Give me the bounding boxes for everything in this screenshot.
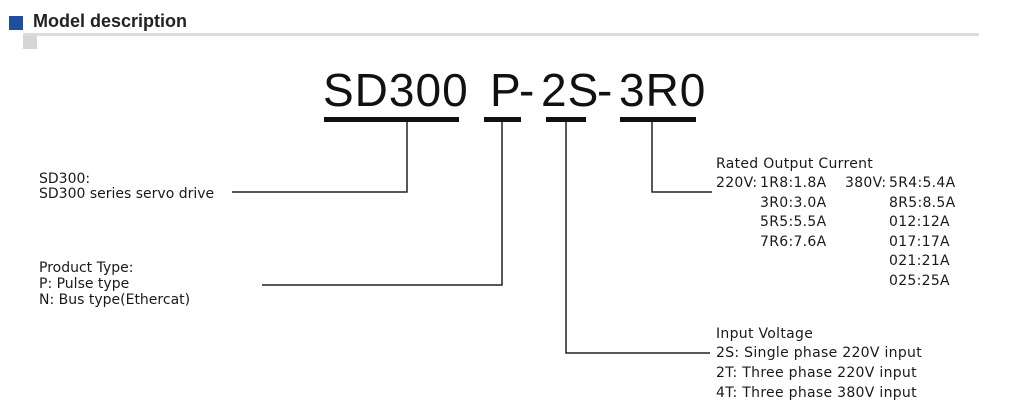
v220-current: 1R8:1.8A [760,175,827,191]
leader-type [262,122,503,286]
page-title: Model description [33,11,188,31]
leader-voltage [565,122,710,354]
v380-current: 5R4:5.4A [889,175,956,191]
v220-label: 220V: [716,175,758,191]
code-series: SD300 [323,64,469,116]
v380-current: 017:17A [889,234,950,250]
code-current: 3R0 [619,64,707,116]
leader-series [232,122,408,193]
underline-current [620,117,696,122]
v220-current: 5R5:5.5A [760,214,827,230]
product-type-title: Product Type: [39,260,134,276]
header-accent-square [9,16,23,30]
series-note-title: SD300: [39,171,91,187]
input-voltage-option: 4T: Three phase 380V input [716,385,917,401]
code-dash: - [597,64,614,116]
product-type-option: P: Pulse type [39,276,130,292]
code-voltage: 2S [541,64,600,116]
header-rule [23,33,979,36]
underline-type [484,117,521,122]
code-product-type: P [490,64,522,116]
v380-label: 380V: [845,175,887,191]
rated-current-title: Rated Output Current [716,156,874,172]
v380-current: 8R5:8.5A [889,195,956,211]
input-voltage-option: 2T: Three phase 220V input [716,365,917,381]
v380-current: 025:25A [889,273,950,289]
underline-voltage [546,117,586,122]
v220-current: 7R6:7.6A [760,234,827,250]
series-note-desc: SD300 series servo drive [39,186,215,202]
leader-current [651,122,712,193]
product-type-option: N: Bus type(Ethercat) [39,292,191,308]
header-shadow-square [23,35,37,49]
input-voltage-option: 2S: Single phase 220V input [716,345,923,361]
v380-current: 021:21A [889,253,950,269]
code-dash: - [519,64,536,116]
underline-series [324,117,459,122]
v220-current: 3R0:3.0A [760,195,827,211]
input-voltage-title: Input Voltage [716,326,814,342]
v380-current: 012:12A [889,214,950,230]
